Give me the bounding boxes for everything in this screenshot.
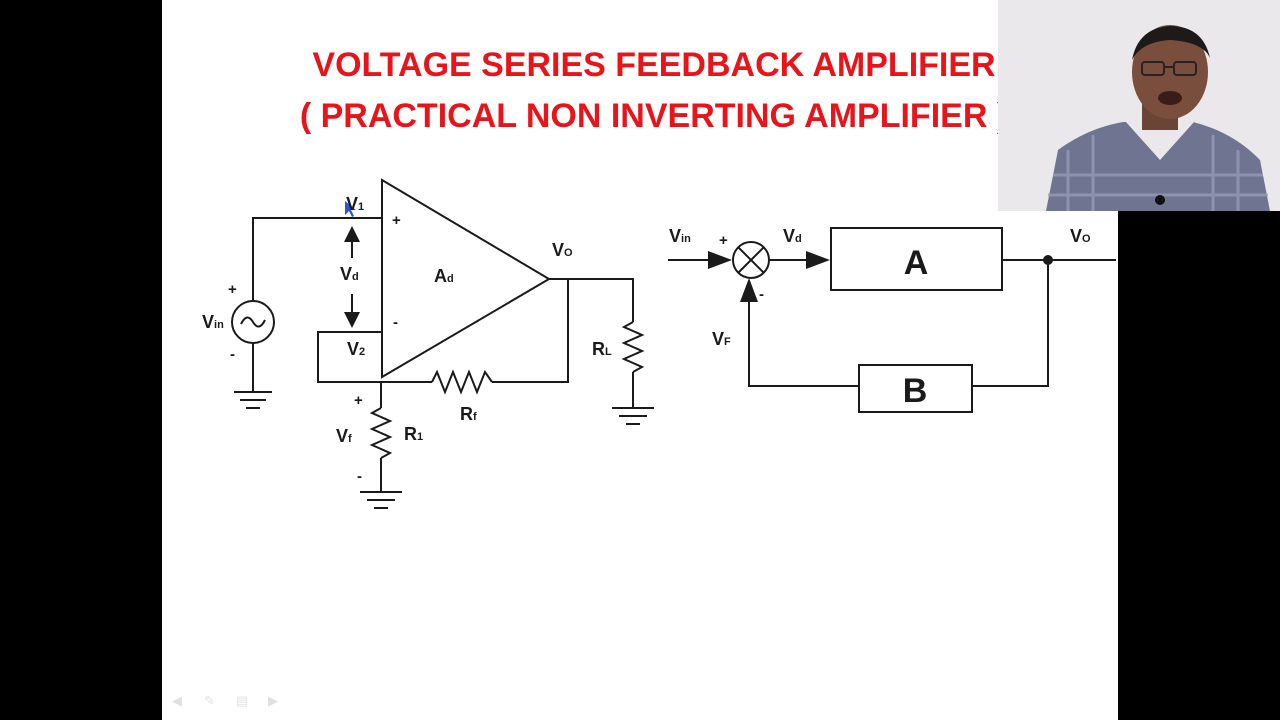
vd-arrowhead	[806, 251, 830, 269]
block-a	[830, 227, 1003, 291]
block-a-label: A	[904, 244, 929, 282]
summing-cross-2	[737, 246, 765, 274]
opamp-gain-label: Ad	[434, 266, 454, 286]
vd-label: Vd	[340, 264, 359, 284]
previous-slide-icon[interactable]: ◀	[172, 693, 182, 708]
feedback-block-diagram	[668, 227, 1116, 413]
block-diagram-labels: Vin + - Vd VO VF A B	[669, 226, 1091, 410]
minus-input-sign: -	[393, 314, 398, 331]
vin-plus-sign: +	[228, 281, 237, 298]
vf-label: Vf	[336, 426, 352, 446]
vf-arrowhead	[740, 278, 758, 302]
v2-label: V2	[347, 339, 365, 359]
ground-symbol-source	[234, 391, 272, 409]
summing-plus-sign: +	[719, 232, 728, 249]
output-node-dot	[1043, 255, 1053, 265]
vo-label: VO	[552, 240, 573, 260]
rl-resistor-symbol	[621, 321, 645, 373]
circuit-labels: Ad + - V1 V2 Vd Vin + - VO RL Rf R1 Vf +…	[202, 194, 612, 485]
mouse-cursor-icon	[345, 201, 356, 217]
feedback-line-right	[972, 260, 1049, 387]
vin-label: Vin	[202, 312, 224, 332]
slide-menu-icon[interactable]: ▤	[236, 693, 249, 708]
rf-resistor-symbol	[431, 369, 493, 395]
webcam-overlay	[998, 0, 1280, 211]
block-vd-label: Vd	[783, 226, 802, 246]
opamp-circuit	[231, 178, 654, 509]
block-b	[858, 364, 973, 413]
r1-label: R1	[404, 424, 423, 444]
wire-minus-input	[317, 331, 382, 383]
block-vin-label: Vin	[669, 226, 691, 246]
ground-symbol-r1	[360, 491, 402, 509]
slide: VOLTAGE SERIES FEEDBACK AMPLIFIER ( PRAC…	[162, 0, 1118, 720]
plus-input-sign: +	[392, 212, 401, 229]
summing-minus-sign: -	[759, 286, 764, 303]
block-b-label: B	[903, 372, 928, 410]
v1-label: V1	[346, 194, 364, 214]
block-vf-label: VF	[712, 329, 731, 349]
opamp-symbol	[381, 178, 551, 379]
vf-plus-sign: +	[354, 392, 363, 409]
next-slide-icon[interactable]: ▶	[268, 693, 278, 708]
rf-label: Rf	[460, 404, 477, 424]
vf-minus-sign: -	[357, 468, 362, 485]
wire-output	[549, 278, 634, 322]
pen-icon[interactable]: ✎	[204, 693, 215, 708]
ground-symbol-load	[612, 407, 654, 425]
vin-minus-sign: -	[230, 346, 235, 363]
wire-input	[252, 217, 382, 301]
vin-arrowhead	[708, 251, 732, 269]
slide-title-line1: VOLTAGE SERIES FEEDBACK AMPLIFIER	[312, 46, 996, 84]
slide-title-line2: ( PRACTICAL NON INVERTING AMPLIFIER )	[299, 97, 1009, 135]
wire-feedback-right	[492, 279, 569, 383]
sine-symbol	[240, 316, 266, 328]
block-vo-label: VO	[1070, 226, 1091, 246]
feedback-line-left	[748, 300, 859, 387]
slideshow-controls[interactable]: ◀ ✎ ▤ ▶	[172, 693, 286, 708]
presenter-video	[998, 0, 1280, 211]
rl-label: RL	[592, 339, 612, 359]
r1-resistor-symbol	[369, 407, 393, 459]
